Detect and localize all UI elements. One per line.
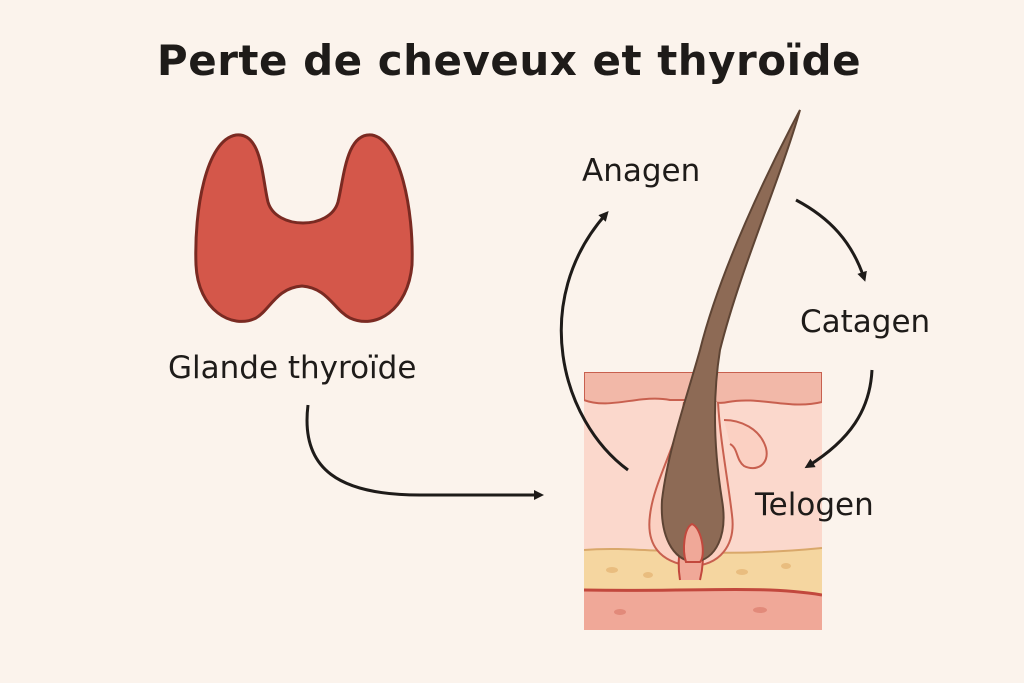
arrow-gland-to-follicle <box>305 404 544 500</box>
hair-shaft <box>660 109 801 564</box>
arrow-anagen-to-catagen <box>795 198 867 282</box>
arrow-catagen-to-telogen <box>804 369 874 469</box>
thyroid-gland-icon <box>194 133 414 323</box>
arrow-telogen-to-anagen <box>559 211 629 472</box>
label-telogen: Telogen <box>755 487 874 523</box>
label-catagen: Catagen <box>800 304 931 340</box>
label-thyroid-gland: Glande thyroïde <box>168 350 417 386</box>
page-title: Perte de cheveux et thyroïde <box>156 36 862 85</box>
label-anagen: Anagen <box>582 153 701 189</box>
